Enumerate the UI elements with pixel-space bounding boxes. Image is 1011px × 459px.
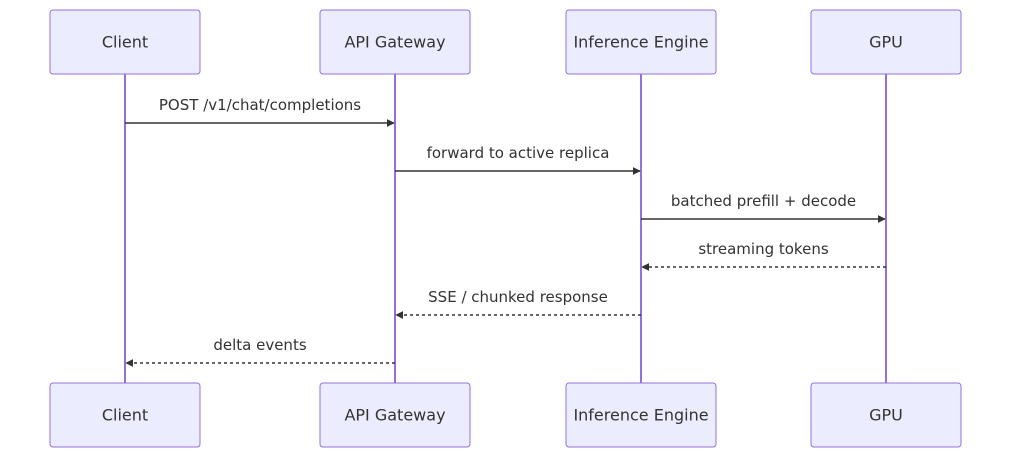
actor-label: Client xyxy=(102,406,148,425)
message-label: forward to active replica xyxy=(427,144,610,162)
actor-label: Inference Engine xyxy=(573,406,708,425)
actor-client-bottom[interactable]: Client xyxy=(49,382,201,448)
actor-box xyxy=(49,382,201,448)
actor-box xyxy=(49,9,201,75)
actor-gpu-top[interactable]: GPU xyxy=(810,9,962,75)
message-label: SSE / chunked response xyxy=(428,288,608,306)
actors-bottom: Client API Gateway Inference Engine GPU xyxy=(49,382,962,448)
actor-label: Inference Engine xyxy=(573,33,708,52)
message-gateway-to-client: delta events xyxy=(125,336,395,367)
actor-gateway-top[interactable]: API Gateway xyxy=(319,9,471,75)
actor-gpu-bottom[interactable]: GPU xyxy=(810,382,962,448)
actor-box xyxy=(319,382,471,448)
message-label: streaming tokens xyxy=(698,240,828,258)
actor-label: API Gateway xyxy=(344,406,445,425)
actor-engine-top[interactable]: Inference Engine xyxy=(565,9,717,75)
actor-box xyxy=(810,382,962,448)
actors-top: Client API Gateway Inference Engine GPU xyxy=(49,9,962,75)
message-gateway-to-engine: forward to active replica xyxy=(395,144,641,175)
actor-label: API Gateway xyxy=(344,33,445,52)
message-label: batched prefill + decode xyxy=(671,192,856,210)
actor-label: Client xyxy=(102,33,148,52)
actor-box xyxy=(319,9,471,75)
messages: POST /v1/chat/completions forward to acti… xyxy=(125,96,886,367)
message-engine-to-gpu: batched prefill + decode xyxy=(641,192,886,223)
actor-label: GPU xyxy=(869,406,903,425)
actor-label: GPU xyxy=(869,33,903,52)
message-label: POST /v1/chat/completions xyxy=(159,96,361,114)
actor-box xyxy=(565,9,717,75)
actor-engine-bottom[interactable]: Inference Engine xyxy=(565,382,717,448)
message-label: delta events xyxy=(213,336,306,354)
lifelines xyxy=(124,74,887,383)
actor-box xyxy=(565,382,717,448)
actor-client-top[interactable]: Client xyxy=(49,9,201,75)
message-engine-to-gateway: SSE / chunked response xyxy=(395,288,641,319)
actor-gateway-bottom[interactable]: API Gateway xyxy=(319,382,471,448)
message-client-to-gateway: POST /v1/chat/completions xyxy=(125,96,395,127)
actor-box xyxy=(810,9,962,75)
message-gpu-to-engine: streaming tokens xyxy=(641,240,886,271)
